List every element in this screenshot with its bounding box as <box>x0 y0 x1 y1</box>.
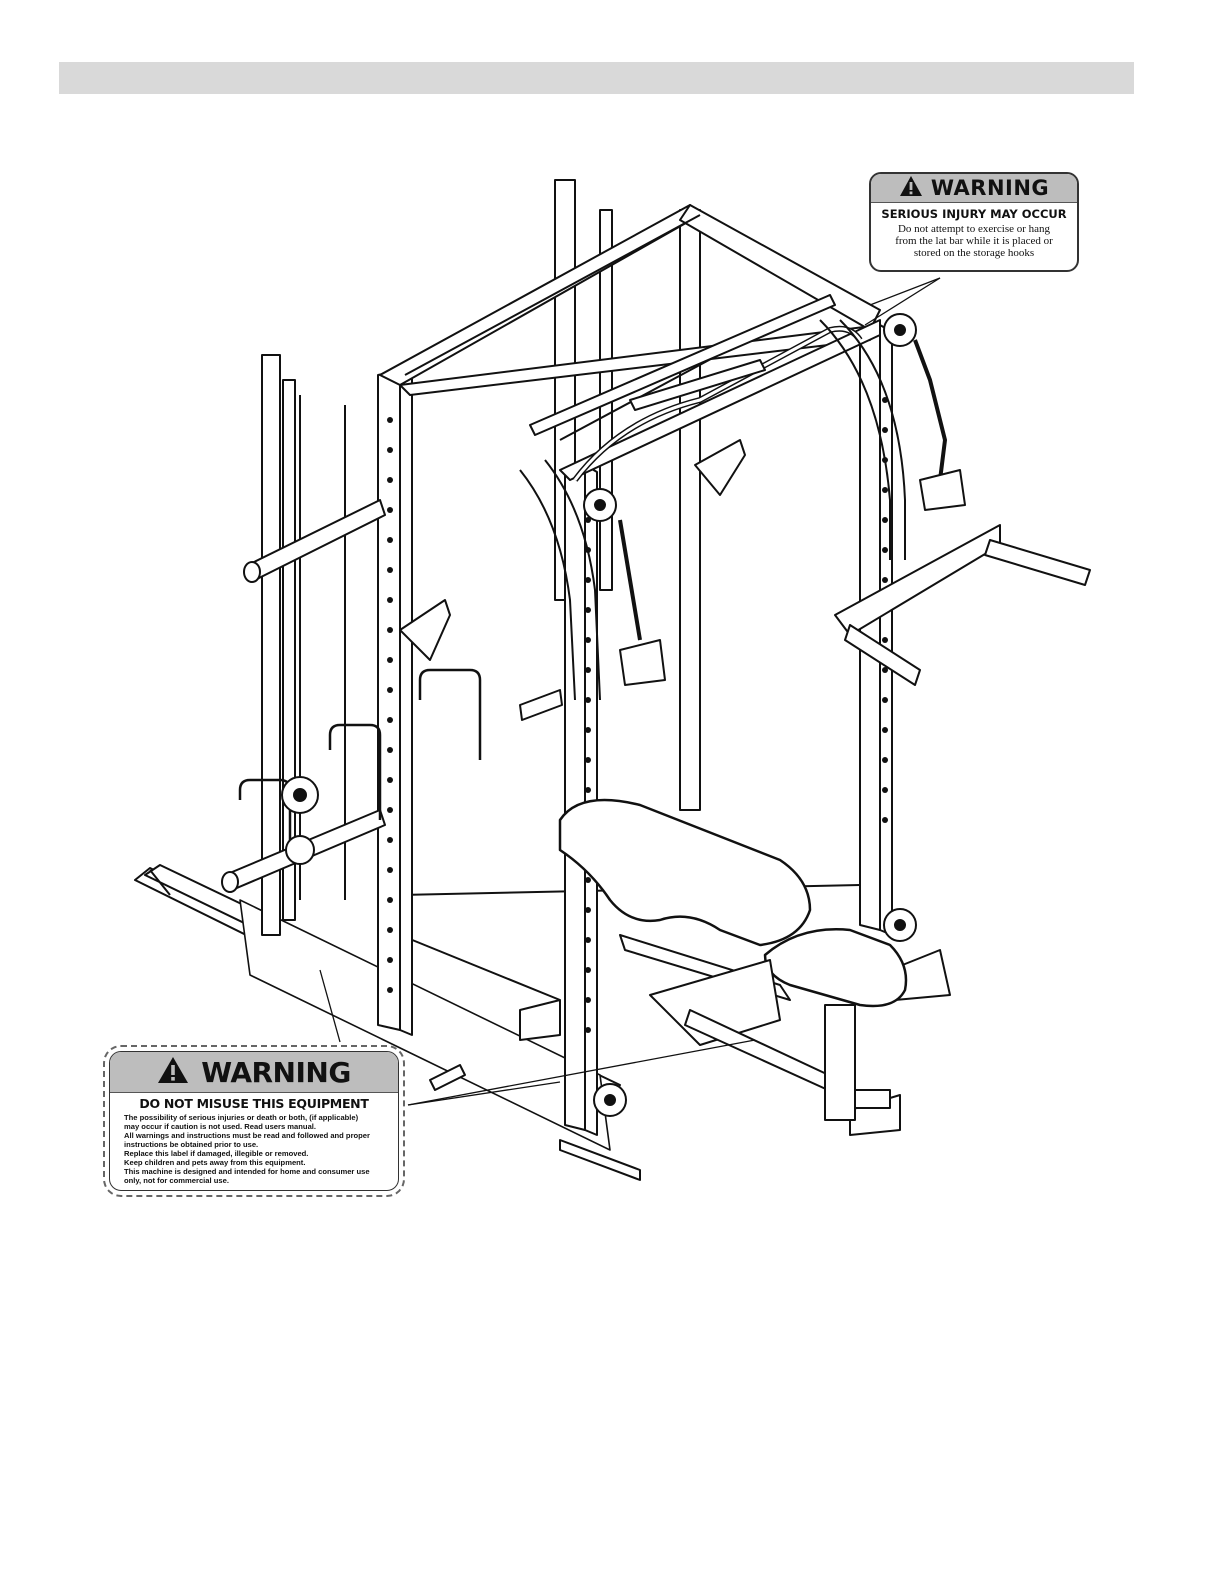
warning-header: WARNING <box>871 174 1077 203</box>
warning-line: Replace this label if damaged, illegible… <box>124 1149 309 1158</box>
warning-line: only, not for commercial use. <box>124 1176 229 1185</box>
warning-line: instructions be obtained prior to use. <box>124 1140 259 1149</box>
warning-title: WARNING <box>201 1055 351 1089</box>
bench <box>558 798 917 1121</box>
warning-body: The possibility of serious injuries or d… <box>110 1111 398 1185</box>
warning-triangle-icon <box>899 175 923 202</box>
warning-body: Do not attempt to exercise or hang from … <box>871 221 1077 259</box>
rear-right-uprights <box>679 209 893 936</box>
front-collar <box>429 1064 627 1117</box>
header-bar <box>59 62 1134 94</box>
callout-lines <box>319 277 941 1106</box>
warning-triangle-icon <box>157 1056 189 1089</box>
top-frame <box>379 204 881 481</box>
warning-line: The possibility of serious injuries or d… <box>124 1113 359 1122</box>
warning-label-lat-bar: WARNING SERIOUS INJURY MAY OCCUR Do not … <box>869 172 1079 272</box>
warning-line: Do not attempt to exercise or hang <box>897 223 1051 235</box>
warning-line: stored on the storage hooks <box>913 247 1035 259</box>
warning-line: may occur if caution is not used. Read u… <box>124 1122 317 1131</box>
warning-line: This machine is designed and intended fo… <box>124 1167 370 1176</box>
center-tower <box>519 459 666 701</box>
dip-handles <box>834 524 1091 686</box>
warning-header: WARNING <box>110 1052 398 1093</box>
warning-subtitle: DO NOT MISUSE THIS EQUIPMENT <box>139 1096 369 1111</box>
warning-subtitle: SERIOUS INJURY MAY OCCUR <box>881 207 1067 221</box>
warning-title: WARNING <box>930 176 1050 200</box>
warning-line: Keep children and pets away from this eq… <box>124 1158 306 1167</box>
weight-storage <box>238 668 482 865</box>
warning-line: All warnings and instructions must be re… <box>124 1131 370 1140</box>
warning-line: from the lat bar while it is placed or <box>895 235 1053 247</box>
pull-up-bars <box>529 294 836 436</box>
warning-label-misuse: WARNING DO NOT MISUSE THIS EQUIPMENT The… <box>103 1045 405 1197</box>
front-left-upright <box>377 369 413 1036</box>
j-hooks <box>399 439 746 661</box>
right-tower <box>819 313 966 560</box>
